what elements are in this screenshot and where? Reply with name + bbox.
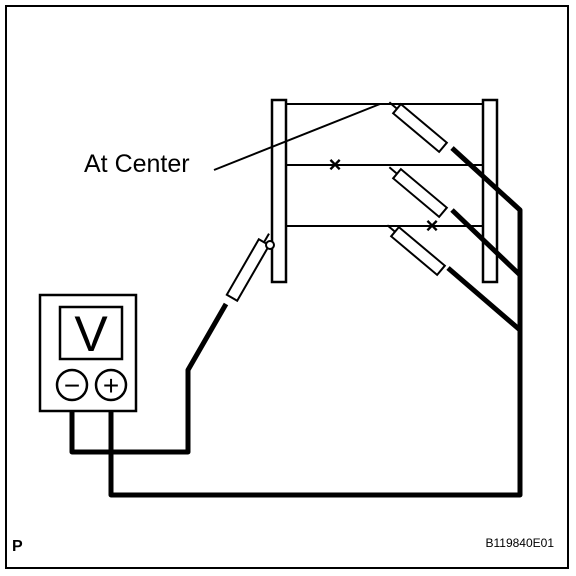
positive-probe-3	[386, 224, 447, 277]
open-mark-wire-2: ×	[329, 152, 342, 177]
negative-terminal-symbol: −	[64, 370, 80, 401]
positive-probe-2	[388, 166, 449, 219]
negative-terminal	[55, 368, 89, 402]
negative-lead-wire	[69, 302, 229, 455]
figure-code: B119840E01	[485, 536, 554, 550]
probe-1-tip	[388, 101, 398, 110]
probe-3-body	[389, 225, 447, 277]
positive-lead-branch-3	[446, 266, 522, 332]
voltmeter-symbol: V	[74, 306, 108, 362]
callout-leader-line	[213, 103, 381, 171]
positive-lead-wire	[108, 146, 523, 498]
positive-probe-1	[388, 101, 449, 154]
voltmeter-display	[58, 305, 124, 361]
voltmeter: V − +	[38, 293, 138, 413]
open-mark-wire-3: ×	[426, 213, 439, 238]
left-busbar	[270, 98, 288, 284]
probe-1-body	[391, 102, 449, 154]
right-busbar	[481, 98, 499, 284]
negative-contact-point	[265, 240, 275, 250]
defogger-grid	[270, 98, 499, 284]
positive-terminal-symbol: +	[103, 370, 119, 401]
probe-2-tip	[388, 166, 398, 175]
corner-label: P	[12, 538, 23, 555]
probe-2-body	[391, 167, 449, 219]
negative-probe-tip	[263, 233, 270, 243]
negative-probe-body	[225, 237, 271, 303]
negative-probe	[225, 233, 271, 303]
callout-label: At Center	[84, 150, 190, 178]
outer-frame	[5, 5, 569, 569]
positive-terminal	[94, 368, 128, 402]
positive-lead-branch-2	[450, 208, 522, 277]
probe-3-tip	[386, 224, 396, 233]
